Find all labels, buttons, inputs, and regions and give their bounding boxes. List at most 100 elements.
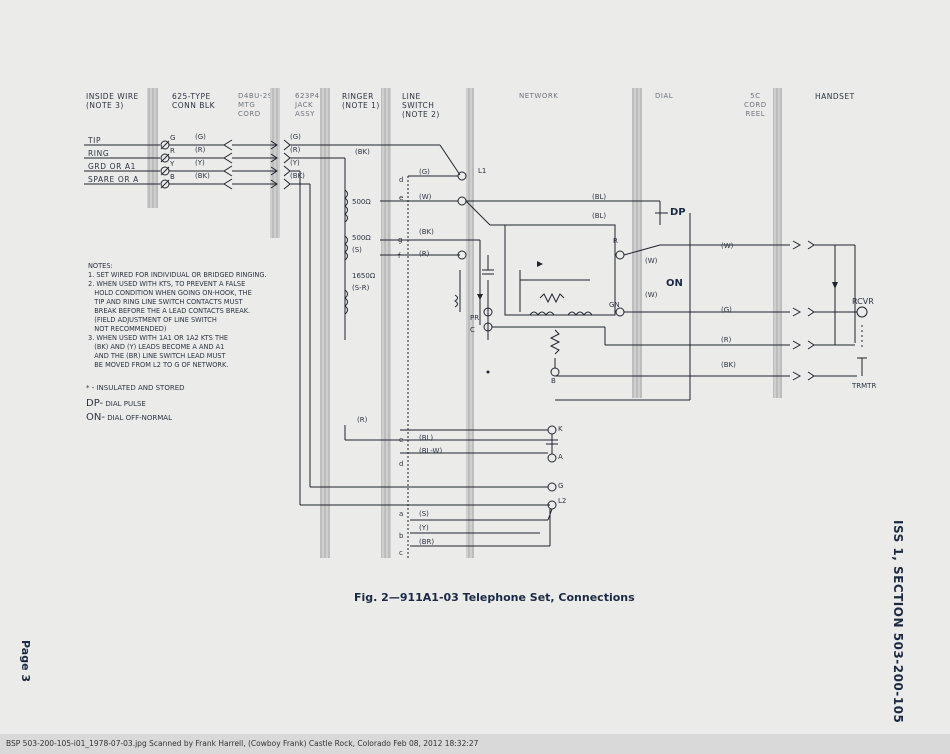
jack-color: (Y) xyxy=(290,159,300,167)
heading-mtg-cord: D4BU-29 MTG CORD xyxy=(238,92,273,118)
heading-cord-reel: 5C CORD REEL xyxy=(744,92,767,118)
note-line: 2. WHEN USED WITH KTS, TO PREVENT A FALS… xyxy=(88,280,246,288)
switch-r-lead: (R) xyxy=(419,250,430,258)
note-line: (FIELD ADJUSTMENT OF LINE SWITCH xyxy=(88,316,217,324)
lower-switch-a: A xyxy=(558,453,563,461)
switch-f: f xyxy=(398,252,401,260)
heading-dial: DIAL xyxy=(655,92,674,100)
handset-w: (W) xyxy=(721,242,734,250)
note-line: (BK) AND (Y) LEADS BECOME A AND A1 xyxy=(88,343,225,351)
network-pr: PR xyxy=(470,314,480,322)
heading-inside-wire: INSIDE WIRE (NOTE 3) xyxy=(86,92,139,110)
wire-spare: SPARE OR A xyxy=(88,175,139,184)
terminal-label: B xyxy=(170,173,175,181)
wire-tip: TIP xyxy=(88,136,102,145)
jack-color: (R) xyxy=(290,146,301,154)
legend-on: ON- DIAL OFF-NORMAL xyxy=(86,412,172,423)
wire-color: (Y) xyxy=(195,159,205,167)
terminal-label: G xyxy=(170,134,176,142)
column-stripe xyxy=(773,88,782,398)
legend-dp: DP- DIAL PULSE xyxy=(86,398,146,409)
handset-r: (R) xyxy=(721,336,732,344)
terminal-label: R xyxy=(170,147,175,155)
heading-line-switch: LINE SWITCH (NOTE 2) xyxy=(402,92,440,119)
wire-color: (G) xyxy=(195,133,206,141)
wire-color: (R) xyxy=(195,146,206,154)
lower-switch-k: K xyxy=(558,425,563,433)
switch-d: d xyxy=(399,176,404,184)
wire-color: (BK) xyxy=(195,172,210,180)
network-bl-1: (BL) xyxy=(592,193,607,201)
handset-bk: (BK) xyxy=(721,361,736,369)
dial-on-mark: ON xyxy=(666,278,683,289)
heading-handset: HANDSET xyxy=(815,92,855,101)
jack-color: (G) xyxy=(290,133,301,141)
legend-on-abbr: ON- xyxy=(86,412,105,423)
note-line: BE MOVED FROM L2 TO G OF NETWORK. xyxy=(88,361,229,369)
ringer-resistor-500a: 500Ω xyxy=(352,198,371,206)
heading-conn-blk: 625-TYPE CONN BLK xyxy=(172,92,215,110)
note-line: 3. WHEN USED WITH 1A1 OR 1A2 KTS THE xyxy=(88,334,229,342)
network-w-2: (W) xyxy=(645,291,658,299)
note-line: NOT RECOMMENDED) xyxy=(88,325,167,333)
network-c: C xyxy=(470,326,475,334)
ringer-bk-label: (BK) xyxy=(355,148,370,156)
switch-bk-lead: (BK) xyxy=(419,228,434,236)
network-r-terminal: R xyxy=(613,237,618,245)
switch-g-lead: (G) xyxy=(419,168,430,176)
receiver-label: RCVR xyxy=(852,297,874,306)
ringer-resistor-500b: 500Ω xyxy=(352,234,371,242)
heading-jack-assy: 623P4 JACK ASSY xyxy=(295,92,320,118)
switch-e: e xyxy=(399,194,404,202)
switch-g: g xyxy=(398,236,403,244)
lower-switch-b2: b xyxy=(399,532,404,540)
network-w-1: (W) xyxy=(645,257,658,265)
ringer-r-label: (R) xyxy=(357,416,368,424)
transmitter-label: TRMTR xyxy=(852,382,877,390)
column-stripe xyxy=(320,88,330,558)
notes-block: NOTES: 1. SET WIRED FOR INDIVIDUAL OR BR… xyxy=(88,262,318,370)
handset-g: (G) xyxy=(721,306,732,314)
lower-switch-l2: L2 xyxy=(558,497,567,505)
lower-switch-e: e xyxy=(399,436,404,444)
lower-switch-g: G xyxy=(558,482,564,490)
lower-switch-s: (S) xyxy=(419,510,429,518)
lower-switch-blw: (BL-W) xyxy=(419,447,443,455)
heading-ringer: RINGER (NOTE 1) xyxy=(342,92,380,110)
page-number: Page 3 xyxy=(19,640,32,683)
note-line: BREAK BEFORE THE A LEAD CONTACTS BREAK. xyxy=(88,307,251,315)
lower-switch-d: d xyxy=(399,460,404,468)
terminal-label: Y xyxy=(170,160,175,168)
ringer-resistor-1650: 1650Ω xyxy=(352,272,376,280)
lower-switch-bl: (BL) xyxy=(419,434,434,442)
ringer-s-label: (S) xyxy=(352,246,362,254)
legend-on-text: DIAL OFF-NORMAL xyxy=(107,414,172,422)
lower-switch-br: (BR) xyxy=(419,538,435,546)
note-line: HOLD CONDITION WHEN GOING ON-HOOK, THE xyxy=(88,289,252,297)
wire-grd: GRD OR A1 xyxy=(88,162,136,171)
column-stripe xyxy=(381,88,391,558)
switch-l1: L1 xyxy=(478,167,487,175)
column-stripe xyxy=(632,88,642,398)
jack-color: (BK) xyxy=(290,172,305,180)
network-gn: GN xyxy=(609,301,620,309)
wire-ring: RING xyxy=(88,149,110,158)
ringer-sr-label: (S-R) xyxy=(352,284,370,292)
heading-network: NETWORK xyxy=(519,92,559,100)
legend-dp-abbr: DP- xyxy=(86,398,104,409)
scan-footer: BSP 503-200-105-i01_1978-07-03.jpg Scann… xyxy=(0,734,950,754)
network-b: B xyxy=(551,377,556,385)
column-stripe xyxy=(466,88,474,558)
note-line: 1. SET WIRED FOR INDIVIDUAL OR BRIDGED R… xyxy=(88,271,267,279)
legend-dp-text: DIAL PULSE xyxy=(105,400,146,408)
dial-pulse-mark: DP xyxy=(670,207,686,218)
lower-switch-a2: a xyxy=(399,510,404,518)
column-stripe xyxy=(147,88,158,208)
switch-w-lead: (W) xyxy=(419,193,432,201)
note-line: NOTES: xyxy=(88,262,113,270)
note-line: TIP AND RING LINE SWITCH CONTACTS MUST xyxy=(88,298,243,306)
section-label: ISS 1, SECTION 503-200-105 xyxy=(891,520,905,724)
lower-switch-y: (Y) xyxy=(419,524,429,532)
